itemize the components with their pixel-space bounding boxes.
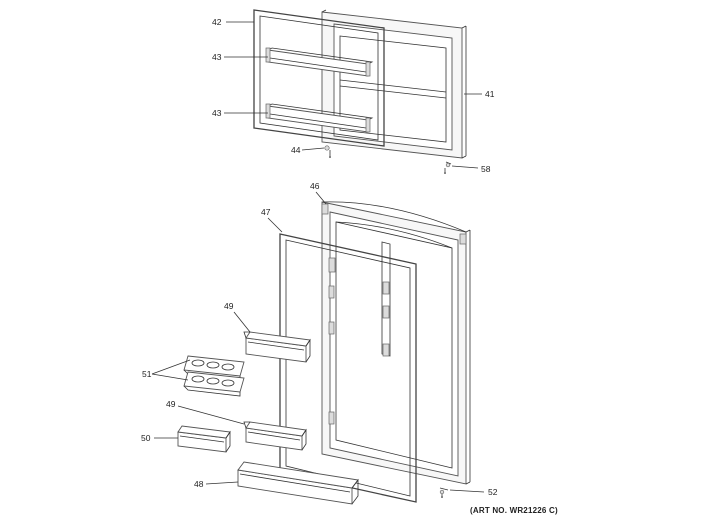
callout-44: 44 bbox=[291, 145, 301, 155]
callout-41: 41 bbox=[485, 89, 495, 99]
callout-48: 48 bbox=[194, 479, 204, 489]
fresh-food-door-46 bbox=[321, 201, 471, 485]
egg-tray-upper-51 bbox=[183, 355, 245, 381]
dairy-bin-50 bbox=[177, 425, 231, 453]
callout-51: 51 bbox=[142, 369, 152, 379]
door-bin-lower-49 bbox=[243, 421, 307, 451]
callout-52: 52 bbox=[488, 487, 498, 497]
callout-50: 50 bbox=[141, 433, 151, 443]
callout-58: 58 bbox=[481, 164, 491, 174]
callout-47: 47 bbox=[261, 207, 271, 217]
egg-tray-lower-51 bbox=[183, 371, 245, 397]
bottom-bin-48 bbox=[237, 461, 359, 505]
door-bin-upper-49 bbox=[243, 331, 311, 363]
freezer-shelf-lower-43 bbox=[265, 103, 374, 133]
callout-42: 42 bbox=[212, 17, 222, 27]
freezer-shelf-upper-43 bbox=[265, 47, 374, 77]
callout-49-upper: 49 bbox=[224, 301, 234, 311]
leader-lines bbox=[151, 21, 485, 493]
door-stop-44 bbox=[324, 145, 331, 158]
art-number: (ART NO. WR21226 C) bbox=[470, 506, 558, 515]
freezer-gasket-42 bbox=[253, 9, 385, 147]
callout-43-lower: 43 bbox=[212, 108, 222, 118]
screw-58 bbox=[444, 161, 452, 174]
screw-52 bbox=[439, 487, 449, 498]
fresh-food-gasket-47 bbox=[279, 233, 417, 503]
callout-46: 46 bbox=[310, 181, 320, 191]
callout-49-lower: 49 bbox=[166, 399, 176, 409]
callout-43-upper: 43 bbox=[212, 52, 222, 62]
freezer-door-41 bbox=[321, 9, 467, 159]
